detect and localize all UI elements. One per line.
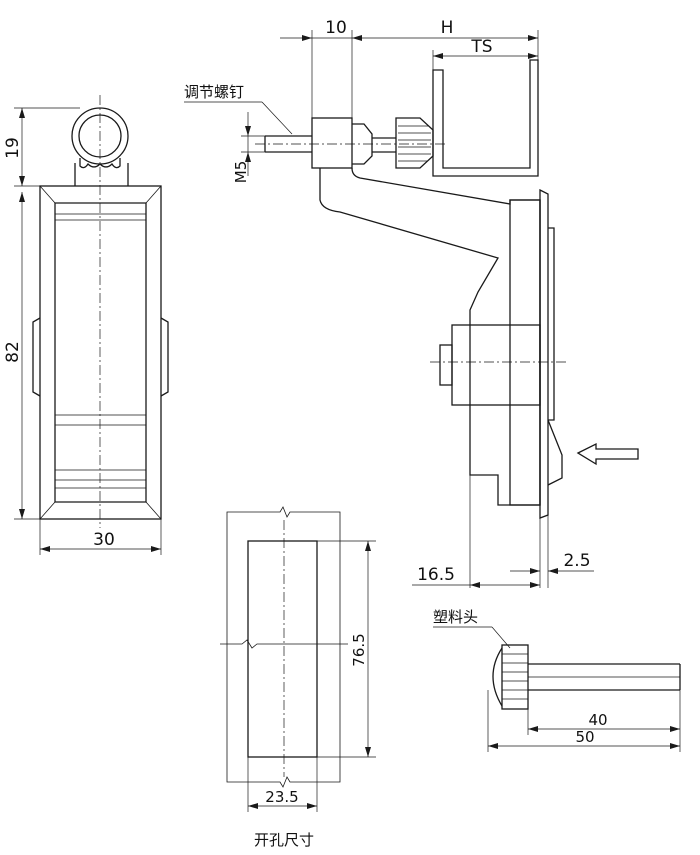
dim-76-5-arrow-bottom [365,747,371,757]
dim-16-5-arrow-right [530,582,540,588]
front-left-tab [32,317,41,397]
dim-76-5-arrow-top [365,541,371,551]
front-right-tab [160,317,169,397]
front-body-inner [54,202,147,503]
dim-40-text: 40 [588,711,607,729]
plastic-head-leader [491,626,511,649]
dim-M5-text: M5 [232,161,250,184]
dim-30-arrow-right [151,546,161,552]
dim-19-arrow-bottom [19,176,25,186]
dim-H-text: H [441,18,454,38]
dim-2-5-text: 2.5 [563,551,590,571]
dim-TS-arrow-left [433,53,443,59]
dim-30-arrow-left [40,546,50,552]
plastic-head-dome [492,647,503,707]
dim-10-arrow-left [302,35,312,41]
screw-nut-block [311,117,353,169]
dim-23-5-arrow-left [248,803,258,809]
dim-16-5-text: 16.5 [417,565,455,585]
dim-76-5-text: 76.5 [350,633,368,666]
dim-10-arrow-right [352,35,362,41]
dim-2-5-arrow-right [548,568,558,574]
dim-19-arrow-top [19,108,25,118]
dim-82-arrow-top [19,192,25,202]
dim-40-arrow-left [528,726,538,732]
plastic-head-label: 塑料头 [433,608,478,626]
dim-82-text: 82 [3,341,23,363]
front-lower-bands [55,414,146,489]
dim-2-5-arrow-left [530,568,540,574]
dim-10-text: 10 [325,18,347,38]
lock-cylinder [451,324,541,406]
front-view: 19 82 30 [3,95,169,555]
small-hex-nut [352,123,373,165]
dim-23-5-text: 23.5 [265,788,298,806]
dim-M5-arrow-top [245,126,251,136]
housing-body [509,199,541,506]
cutout-view: 76.5 23.5 开孔尺寸 [220,506,376,849]
dim-TS-text: TS [470,37,492,57]
dim-50-arrow-left [488,743,498,749]
cutout-break-line [227,639,340,649]
knurled-lines [398,125,431,162]
dim-TS-arrow-right [528,53,538,59]
front-plate-rib [548,227,555,421]
cylinder-cap [439,344,453,386]
front-bevel-corners [39,185,162,520]
cutout-size-label: 开孔尺寸 [254,831,314,849]
adjust-screw-label: 调节螺钉 [184,83,244,101]
knurled-nut [395,117,434,169]
front-plate [539,188,549,519]
push-direction-arrow [576,442,639,466]
front-neck [74,163,129,186]
dim-40-arrow-right [670,726,680,732]
screw-knurl-lines [502,653,528,700]
adjust-screw-leader [261,101,293,135]
dim-50-text: 50 [575,728,594,746]
panel-outline [226,506,341,788]
dim-H-arrow-right [528,35,538,41]
screw-detail: 塑料头 40 50 [433,608,681,752]
dim-82-arrow-bottom [19,509,25,519]
u-bracket [432,59,539,177]
cutout-rect [247,540,318,758]
threaded-shaft [372,137,396,153]
dim-50-arrow-right [670,743,680,749]
dim-19-text: 19 [3,137,23,159]
dim-16-5-arrow-left [470,582,480,588]
front-body-outer [39,185,162,520]
dim-30-text: 30 [93,530,115,550]
lever-arm [319,167,541,506]
front-top-band [55,213,146,221]
dim-M5-arrow-bottom [245,152,251,162]
lever-tip [547,419,563,486]
dim-23-5-arrow-right [307,803,317,809]
side-view: 10 H TS 调节螺钉 M5 16.5 2.5 [184,18,639,588]
